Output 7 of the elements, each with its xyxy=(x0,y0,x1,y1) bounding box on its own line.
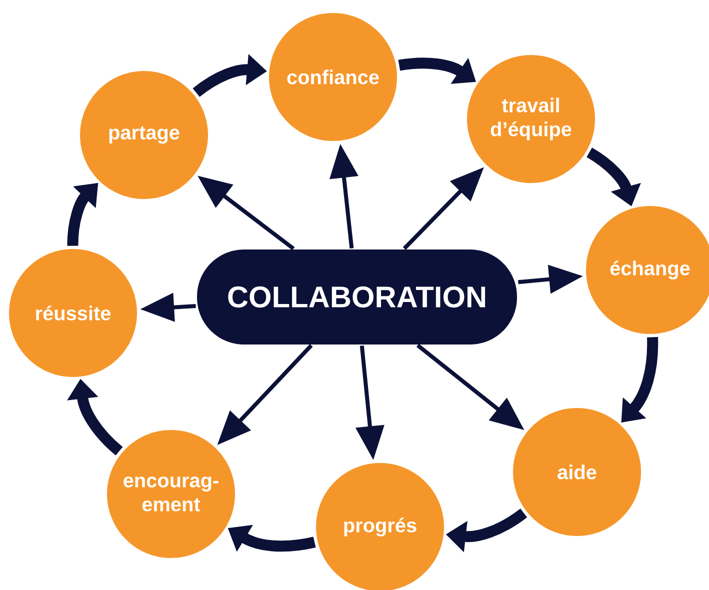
circle-node: confiance xyxy=(269,13,397,141)
circle-node: aide xyxy=(513,408,641,536)
circle-node: travail d’équipe xyxy=(467,55,595,183)
circle-node: réussite xyxy=(9,249,137,377)
pill-node: COLLABORATION xyxy=(197,250,517,344)
circle-node: encourag- ement xyxy=(107,430,235,558)
circle-node: partage xyxy=(80,71,208,199)
